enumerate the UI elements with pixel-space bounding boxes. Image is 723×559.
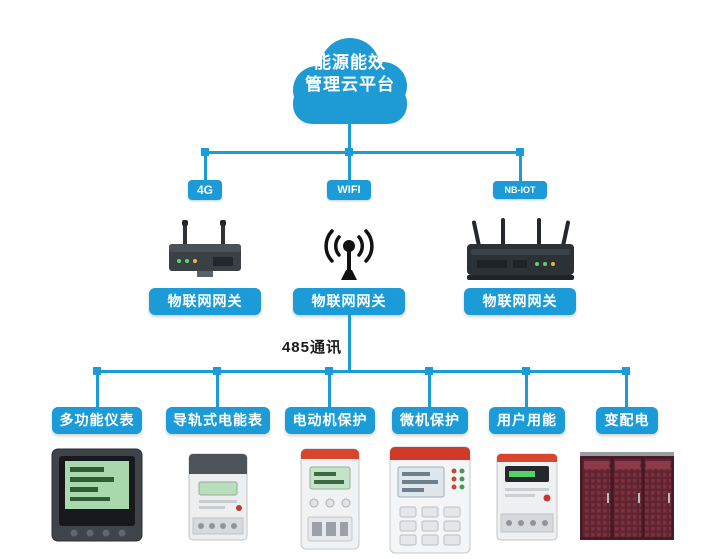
device-label-power-distribution: 变配电 [596, 407, 658, 434]
router-4g-image [163, 220, 248, 282]
bus-485-label: 485通讯 [281, 339, 342, 356]
device-label-user-energy: 用户用能 [489, 407, 565, 434]
device-label-din-energy-meter: 导轨式电能表 [166, 407, 270, 434]
badge-nbiot: NB-IOT [493, 181, 547, 199]
connector-line [96, 371, 99, 408]
gateway-label-center: 物联网网关 [293, 288, 405, 315]
connector-line [348, 152, 351, 185]
connector-line [216, 371, 219, 408]
connector-line [204, 152, 207, 185]
connector-line [348, 315, 351, 372]
user-energy-meter-image [491, 452, 563, 542]
din-energy-meter-image [181, 452, 255, 542]
gateway-label-left: 物联网网关 [149, 288, 261, 315]
gateway-label-right: 物联网网关 [464, 288, 576, 315]
switchgear-cabinet-image [578, 448, 676, 543]
cloud-title: 能源能效 管理云平台 [275, 52, 425, 96]
connector-line [625, 371, 628, 408]
badge-wifi: WIFI [327, 180, 371, 200]
motor-protection-image [298, 447, 362, 551]
cloud-title-line2: 管理云平台 [305, 75, 395, 94]
device-label-microcomputer-protection: 微机保护 [392, 407, 468, 434]
badge-4g: 4G [188, 180, 222, 200]
cloud-title-line1: 能源能效 [314, 53, 386, 72]
wifi-antenna-icon [317, 222, 381, 282]
multifunction-meter-image [50, 447, 144, 543]
router-nbiot-image [463, 216, 578, 286]
device-label-motor-protection: 电动机保护 [285, 407, 375, 434]
connector-line [525, 371, 528, 408]
microcomputer-protection-image [388, 445, 472, 555]
connector-line [519, 152, 522, 185]
cloud-icon [275, 28, 425, 130]
connector-line [428, 371, 431, 408]
connector-line [328, 371, 331, 408]
connector-line [96, 370, 629, 373]
device-label-multifunction-meter: 多功能仪表 [52, 407, 142, 434]
connector-line [348, 124, 351, 153]
connector-line [204, 151, 522, 154]
